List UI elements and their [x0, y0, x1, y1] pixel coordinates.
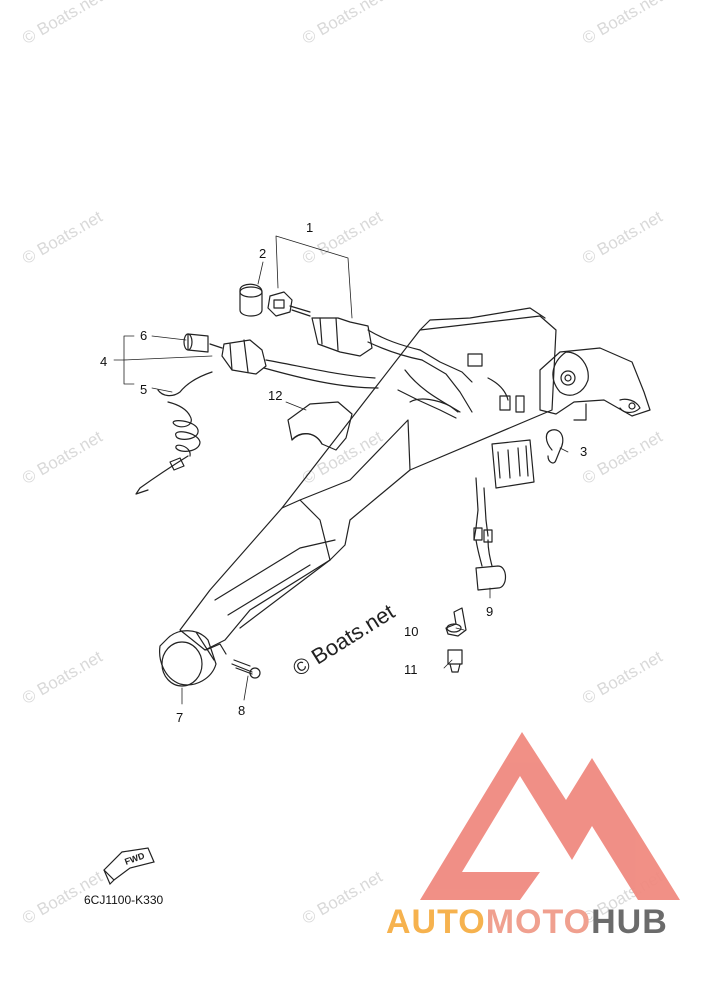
- screw: [231, 663, 253, 673]
- callout-2: 2: [259, 246, 267, 261]
- grip-cover: [287, 401, 353, 451]
- lanyard: [157, 371, 213, 397]
- steering-bracket: [539, 347, 651, 417]
- callout-4: 4: [100, 354, 108, 369]
- ignition-key: [267, 291, 293, 317]
- wire-clip: [545, 429, 564, 464]
- callout-8: 8: [238, 703, 246, 718]
- lead-wire-assy: [475, 565, 507, 591]
- callout-3: 3: [580, 444, 588, 459]
- ground-bracket: [445, 607, 467, 637]
- main-switch: [311, 317, 373, 357]
- stop-switch: [221, 339, 267, 375]
- automotohub-logo-mark: [420, 732, 680, 900]
- connector-block: [491, 439, 535, 489]
- callout-11: 11: [404, 662, 418, 677]
- bolt: [447, 649, 463, 665]
- callout-12: 12: [268, 388, 283, 403]
- callout-5: 5: [140, 382, 148, 397]
- callout-7: 7: [176, 710, 184, 725]
- fwd-arrow-icon: [103, 847, 155, 886]
- part-code: 6CJ1100-K330: [84, 893, 164, 907]
- automotohub-logo-text: AUTOMOTOHUB: [386, 903, 668, 941]
- callout-6: 6: [140, 328, 148, 343]
- callout-10: 10: [404, 624, 419, 639]
- callout-1: 1: [306, 220, 314, 235]
- callout-9: 9: [486, 604, 494, 619]
- switch-cap: [239, 283, 263, 317]
- tiller-arm: [179, 315, 557, 651]
- throttle-grip: [159, 630, 217, 686]
